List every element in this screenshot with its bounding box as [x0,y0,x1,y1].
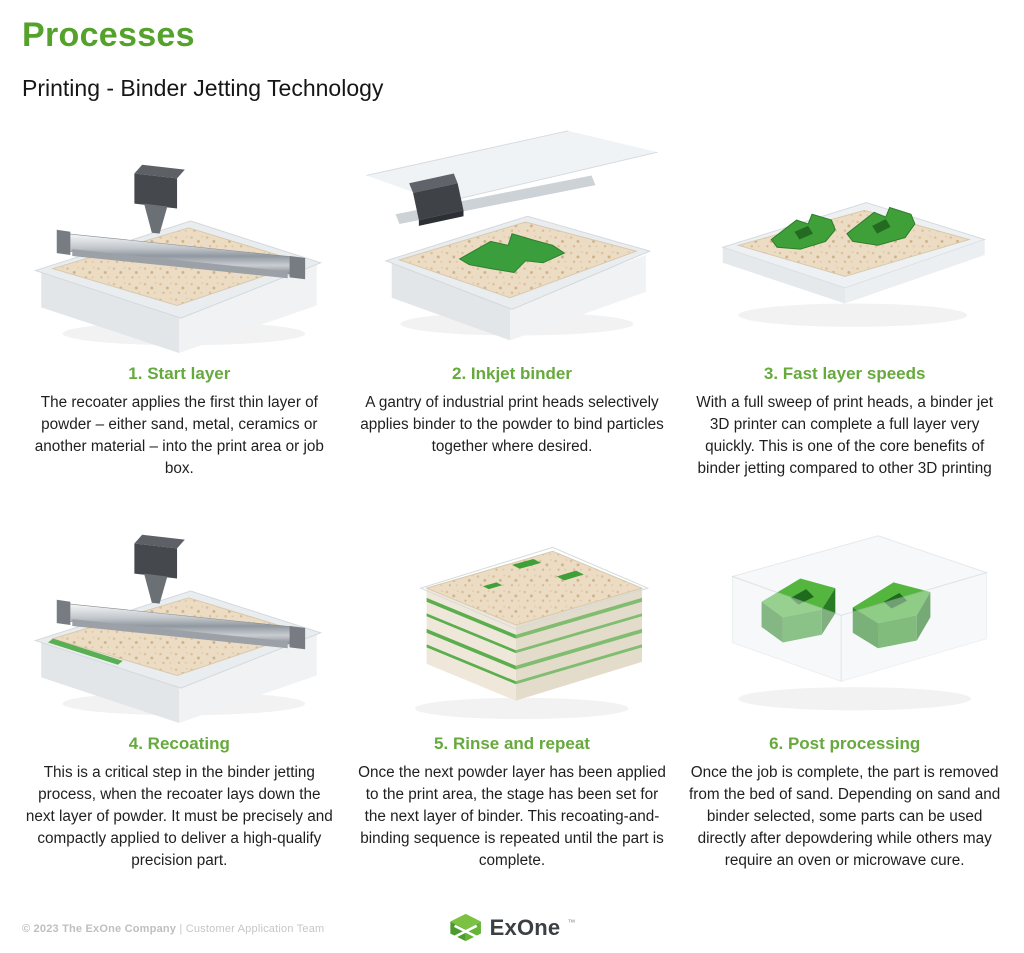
step-card-start-layer: 1. Start layer The recoater applies the … [22,120,337,480]
recoater-beam [57,599,306,650]
print-head-carriage [409,173,464,226]
step-card-fast-layer-speeds: 3. Fast layer speeds With a full sweep o… [687,120,1002,480]
recoating-machine-illustration [34,534,323,724]
recoater-beam [57,229,306,280]
finished-green-part-2 [852,582,931,649]
step-card-rinse-and-repeat: 5. Rinse and repeat Once the next powder… [355,490,670,872]
step-description: Once the job is complete, the part is re… [689,764,1001,870]
step-description: Once the next powder layer has been appl… [358,764,666,870]
exone-trademark: ™ [567,918,576,927]
illustration-post-processing [687,490,1002,728]
green-tabs-on-top [482,559,584,590]
step-heading: 2. Inkjet binder [452,364,572,383]
step-heading: 1. Start layer [128,364,231,383]
layer-stripes-right [515,597,642,685]
step-description: With a full sweep of print heads, a bind… [696,394,994,478]
binder-pattern [458,233,566,273]
copyright-company: © 2023 The ExOne Company [22,923,177,935]
recoater-machine-illustration [34,164,323,353]
step-card-post-processing: 6. Post processing Once the job is compl… [687,490,1002,872]
finished-green-part-1 [761,578,835,643]
page-subtitle: Printing - Binder Jetting Technology [22,75,384,101]
copyright-text: © 2023 The ExOne Company | Customer Appl… [22,923,324,935]
exone-logo-text: ExOne [489,914,561,940]
illustration-inkjet-binder [355,120,670,358]
step-heading: 4. Recoating [128,734,230,754]
process-steps-grid: 1. Start layer The recoater applies the … [22,120,1002,872]
illustration-rinse-and-repeat [355,490,670,728]
exone-logo: ExOne ™ [449,912,576,943]
page-header: Processes Printing - Binder Jetting Tech… [22,16,1002,102]
layer-stripes-left [426,597,516,685]
layer-stack-illustration [414,546,650,720]
step-description: A gantry of industrial print heads selec… [360,394,664,456]
step-description: This is a critical step in the binder je… [25,764,333,870]
copyright-separator: | [179,923,183,935]
illustration-recoating [22,490,337,728]
copyright-team: Customer Application Team [185,923,325,935]
illustration-start-layer [22,120,337,358]
step-description: The recoater applies the first thin laye… [34,394,324,478]
finished-parts-illustration [730,535,988,711]
step-heading: 3. Fast layer speeds [763,364,926,383]
powder-hopper [134,534,186,604]
step-card-recoating: 4. Recoating This is a critical step in … [22,490,337,872]
step-card-inkjet-binder: 2. Inkjet binder A gantry of industrial … [355,120,670,480]
fresh-layer-edge [48,638,124,665]
illustration-fast-layer-speeds [687,120,1002,358]
page-title: Processes [22,16,195,54]
powder-hopper [134,164,186,234]
printed-layer-illustration [720,202,986,327]
inkjet-binder-illustration [366,130,658,341]
step-heading: 6. Post processing [769,734,921,754]
page-footer: © 2023 The ExOne Company | Customer Appl… [0,901,1024,953]
step-heading: 5. Rinse and repeat [434,734,590,754]
exone-cube-icon [450,913,481,942]
